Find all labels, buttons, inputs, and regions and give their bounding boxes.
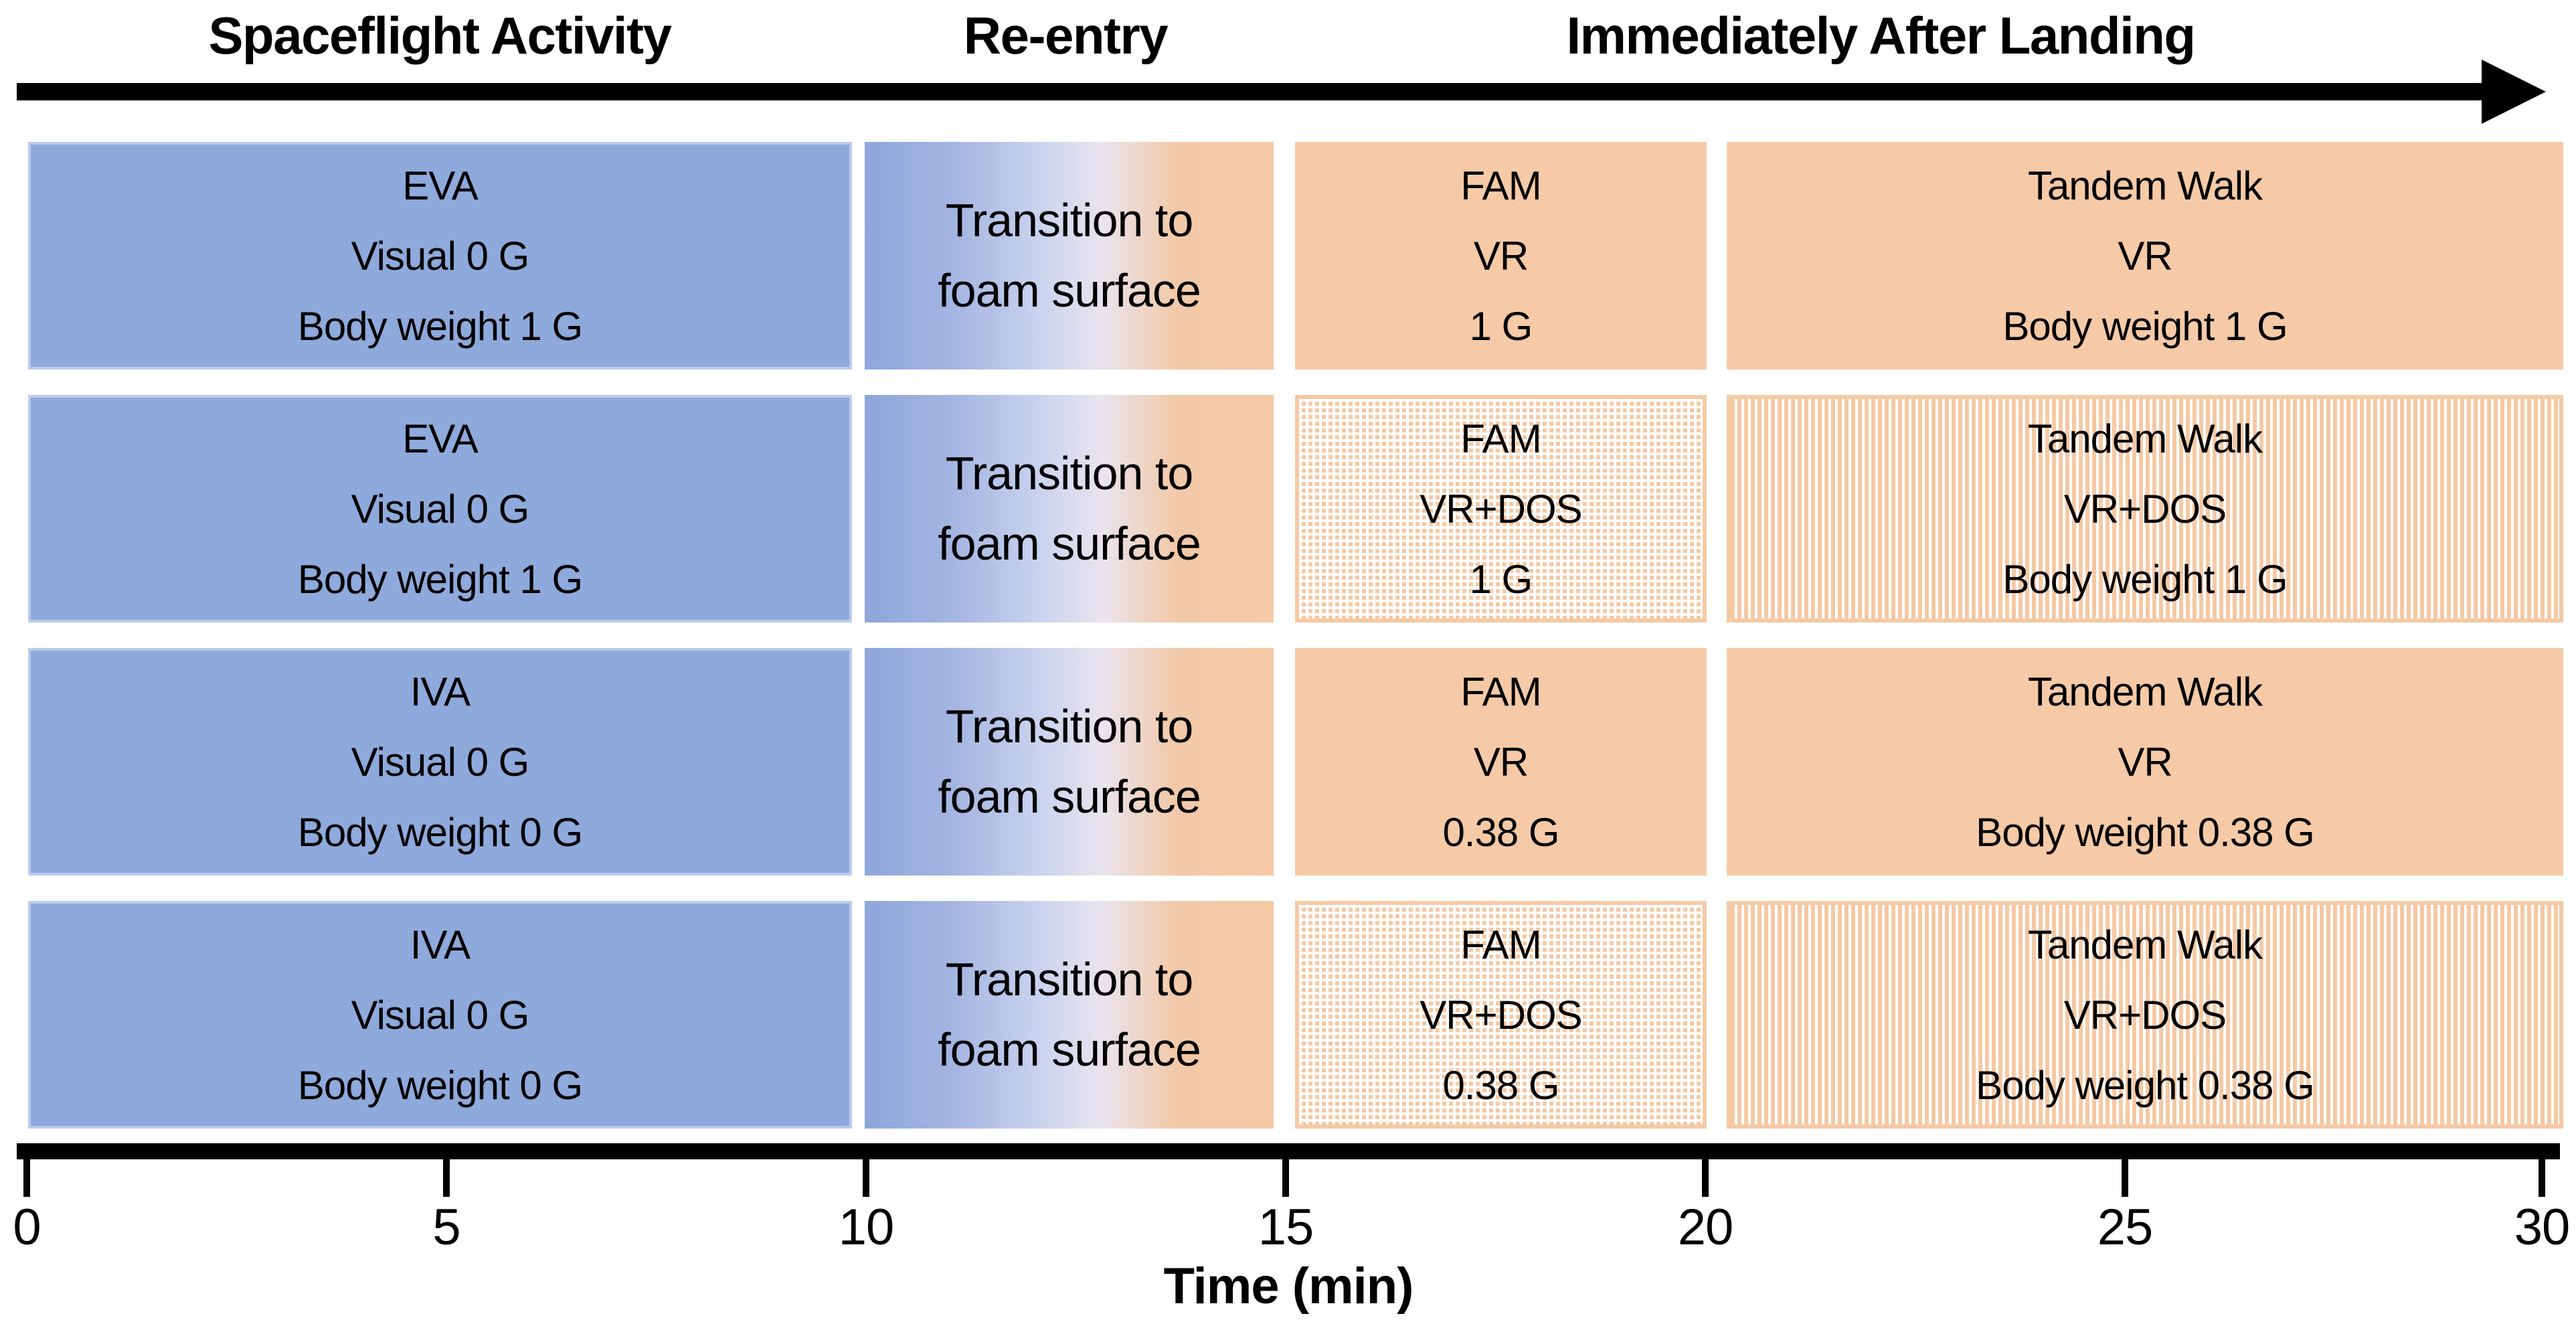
axis-tick — [2122, 1159, 2128, 1197]
phase-header-re-entry: Re-entry — [963, 6, 1169, 65]
axis-tick — [1702, 1159, 1709, 1197]
cell-line: Body weight 0.38 G — [1976, 809, 2315, 855]
row2-tandem-walk-box: Tandem Walk VR+DOS Body weight 1 G — [1727, 395, 2563, 623]
cell-line: Body weight 1 G — [2002, 556, 2288, 602]
cell-line: VR — [1473, 233, 1529, 278]
cell-line: Transition to — [945, 700, 1194, 752]
cell-line: VR+DOS — [2063, 992, 2227, 1038]
cell-line: 1 G — [1469, 556, 1533, 602]
phase-header-spaceflight-activity: Spaceflight Activity — [208, 6, 672, 65]
cell-line: Body weight 0 G — [297, 1062, 583, 1108]
cell-line: foam surface — [938, 264, 1201, 317]
row2-spaceflight-activity-box: EVA Visual 0 G Body weight 1 G — [28, 395, 852, 623]
row1-fam-box: FAM VR 1 G — [1295, 142, 1707, 369]
axis-tick — [443, 1159, 450, 1197]
cell-line: foam surface — [938, 770, 1201, 823]
cell-line: FAM — [1460, 669, 1541, 714]
cell-line: VR+DOS — [2063, 486, 2227, 531]
cell-line: Body weight 1 G — [2002, 303, 2288, 349]
cell-line: EVA — [402, 416, 479, 461]
cell-line: Visual 0 G — [351, 486, 530, 531]
cell-line: Tandem Walk — [2027, 163, 2263, 208]
axis-tick-label: 15 — [1258, 1199, 1314, 1256]
cell-line: 0.38 G — [1442, 809, 1559, 855]
row3-transition-box: Transition to foam surface — [865, 648, 1274, 876]
cell-line: VR — [2118, 233, 2172, 278]
axis-tick-label: 10 — [838, 1199, 895, 1256]
cell-line: Visual 0 G — [351, 739, 530, 784]
cell-line: VR+DOS — [1420, 992, 1582, 1038]
row3-fam-box: FAM VR 0.38 G — [1295, 648, 1707, 876]
cell-line: Transition to — [945, 194, 1194, 246]
cell-line: Body weight 1 G — [297, 556, 583, 602]
cell-line: Tandem Walk — [2027, 922, 2263, 967]
cell-line: 0.38 G — [1442, 1062, 1559, 1108]
axis-tick — [2539, 1159, 2545, 1197]
row3-spaceflight-activity-box: IVA Visual 0 G Body weight 0 G — [28, 648, 852, 876]
row1-tandem-walk-box: Tandem Walk VR Body weight 1 G — [1727, 142, 2563, 369]
cell-line: Visual 0 G — [351, 233, 530, 278]
row4-transition-box: Transition to foam surface — [865, 901, 1274, 1129]
row2-transition-box: Transition to foam surface — [865, 395, 1274, 623]
cell-line: EVA — [402, 163, 479, 208]
cell-line: VR+DOS — [1420, 486, 1582, 531]
cell-line: Transition to — [945, 953, 1194, 1005]
axis-tick-label: 30 — [2514, 1199, 2571, 1256]
row1-transition-box: Transition to foam surface — [865, 142, 1274, 369]
row2-fam-box: FAM VR+DOS 1 G — [1295, 395, 1707, 623]
cell-line: Tandem Walk — [2027, 669, 2263, 714]
row4-tandem-walk-box: Tandem Walk VR+DOS Body weight 0.38 G — [1727, 901, 2563, 1129]
axis-tick-label: 0 — [13, 1199, 41, 1256]
cell-line: 1 G — [1469, 303, 1533, 349]
axis-tick — [1282, 1159, 1289, 1197]
cell-line: Body weight 1 G — [297, 303, 583, 349]
timeline-arrow-head-icon — [2482, 60, 2546, 124]
cell-line: VR — [1473, 739, 1529, 784]
cell-line: Visual 0 G — [351, 992, 530, 1038]
axis-title: Time (min) — [1163, 1258, 1414, 1315]
cell-line: FAM — [1460, 163, 1541, 208]
cell-line: FAM — [1460, 416, 1541, 461]
row4-fam-box: FAM VR+DOS 0.38 G — [1295, 901, 1707, 1129]
cell-line: Body weight 0 G — [297, 809, 583, 855]
axis-tick-label: 20 — [1677, 1199, 1734, 1256]
cell-line: IVA — [410, 922, 470, 967]
phase-header-immediately-after-landing: Immediately After Landing — [1566, 6, 2196, 65]
cell-line: foam surface — [938, 1023, 1201, 1076]
row1-spaceflight-activity-box: EVA Visual 0 G Body weight 1 G — [28, 142, 852, 369]
cell-line: foam surface — [938, 517, 1201, 570]
timeline-arrow-shaft — [17, 83, 2485, 100]
cell-line: Transition to — [945, 447, 1194, 499]
row4-spaceflight-activity-box: IVA Visual 0 G Body weight 0 G — [28, 901, 852, 1129]
axis-tick — [863, 1159, 869, 1197]
row3-tandem-walk-box: Tandem Walk VR Body weight 0.38 G — [1727, 648, 2563, 876]
cell-line: VR — [2118, 739, 2172, 784]
cell-line: IVA — [410, 669, 470, 714]
cell-line: Tandem Walk — [2027, 416, 2263, 461]
axis-tick — [23, 1159, 30, 1197]
cell-line: Body weight 0.38 G — [1976, 1062, 2315, 1108]
cell-line: FAM — [1460, 922, 1541, 967]
axis-tick-label: 5 — [432, 1199, 460, 1256]
time-axis-line — [17, 1143, 2560, 1159]
axis-tick-label: 25 — [2097, 1199, 2154, 1256]
